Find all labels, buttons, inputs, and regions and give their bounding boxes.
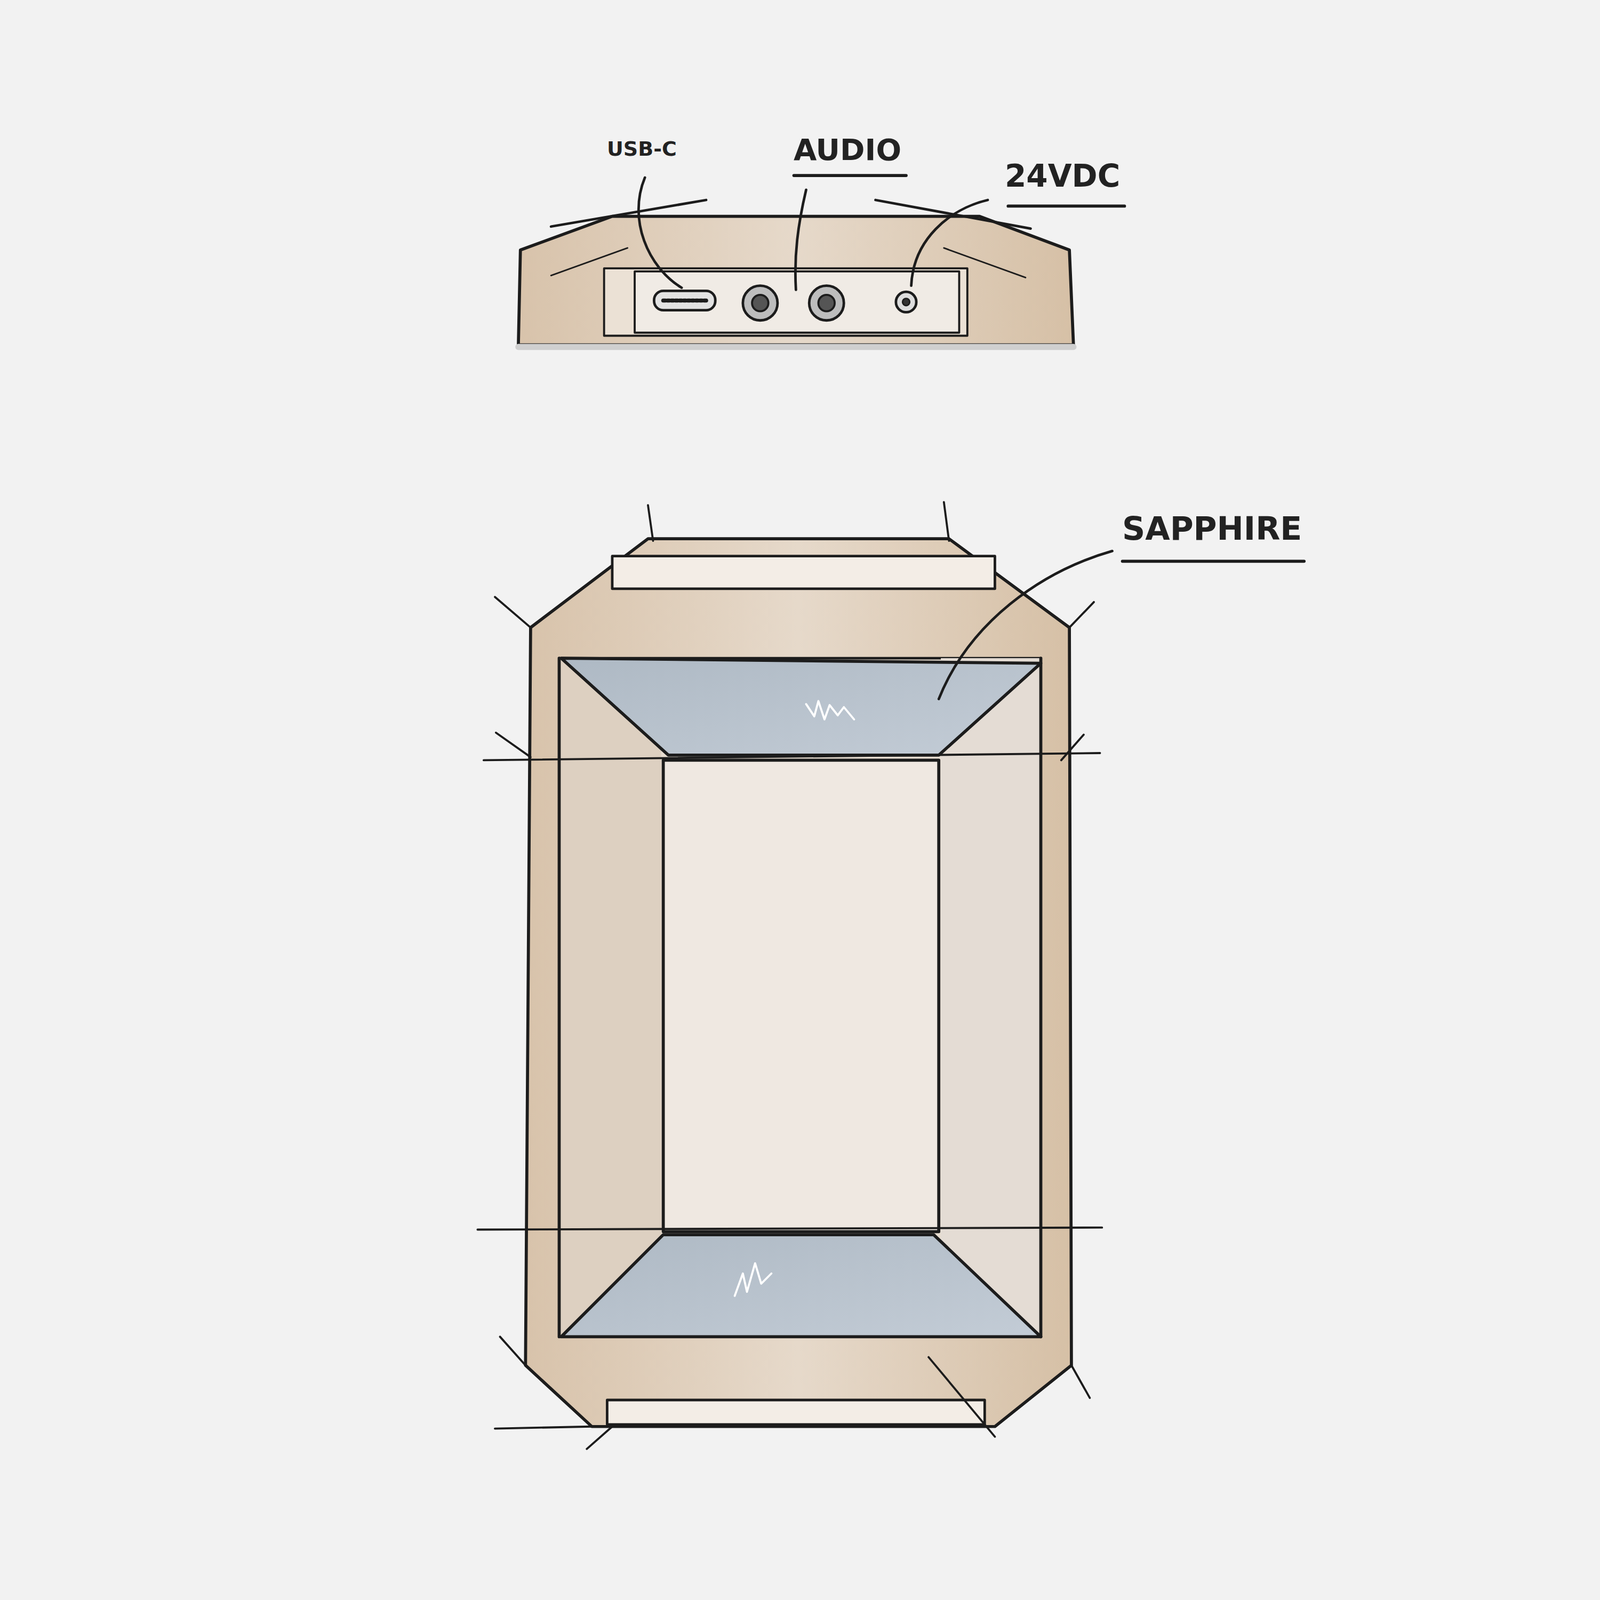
label-text: AUDIO: [793, 132, 902, 167]
port-label: USB-C: [606, 137, 677, 162]
port-label: 24VDC: [1004, 158, 1120, 195]
material-label: SAPPHIRE: [1122, 510, 1302, 548]
label-text: 24VDC: [1004, 157, 1120, 195]
label-text: SAPPHIRE: [1122, 509, 1302, 548]
label-text: USB-C: [606, 137, 677, 161]
port-label: AUDIO: [793, 132, 902, 167]
